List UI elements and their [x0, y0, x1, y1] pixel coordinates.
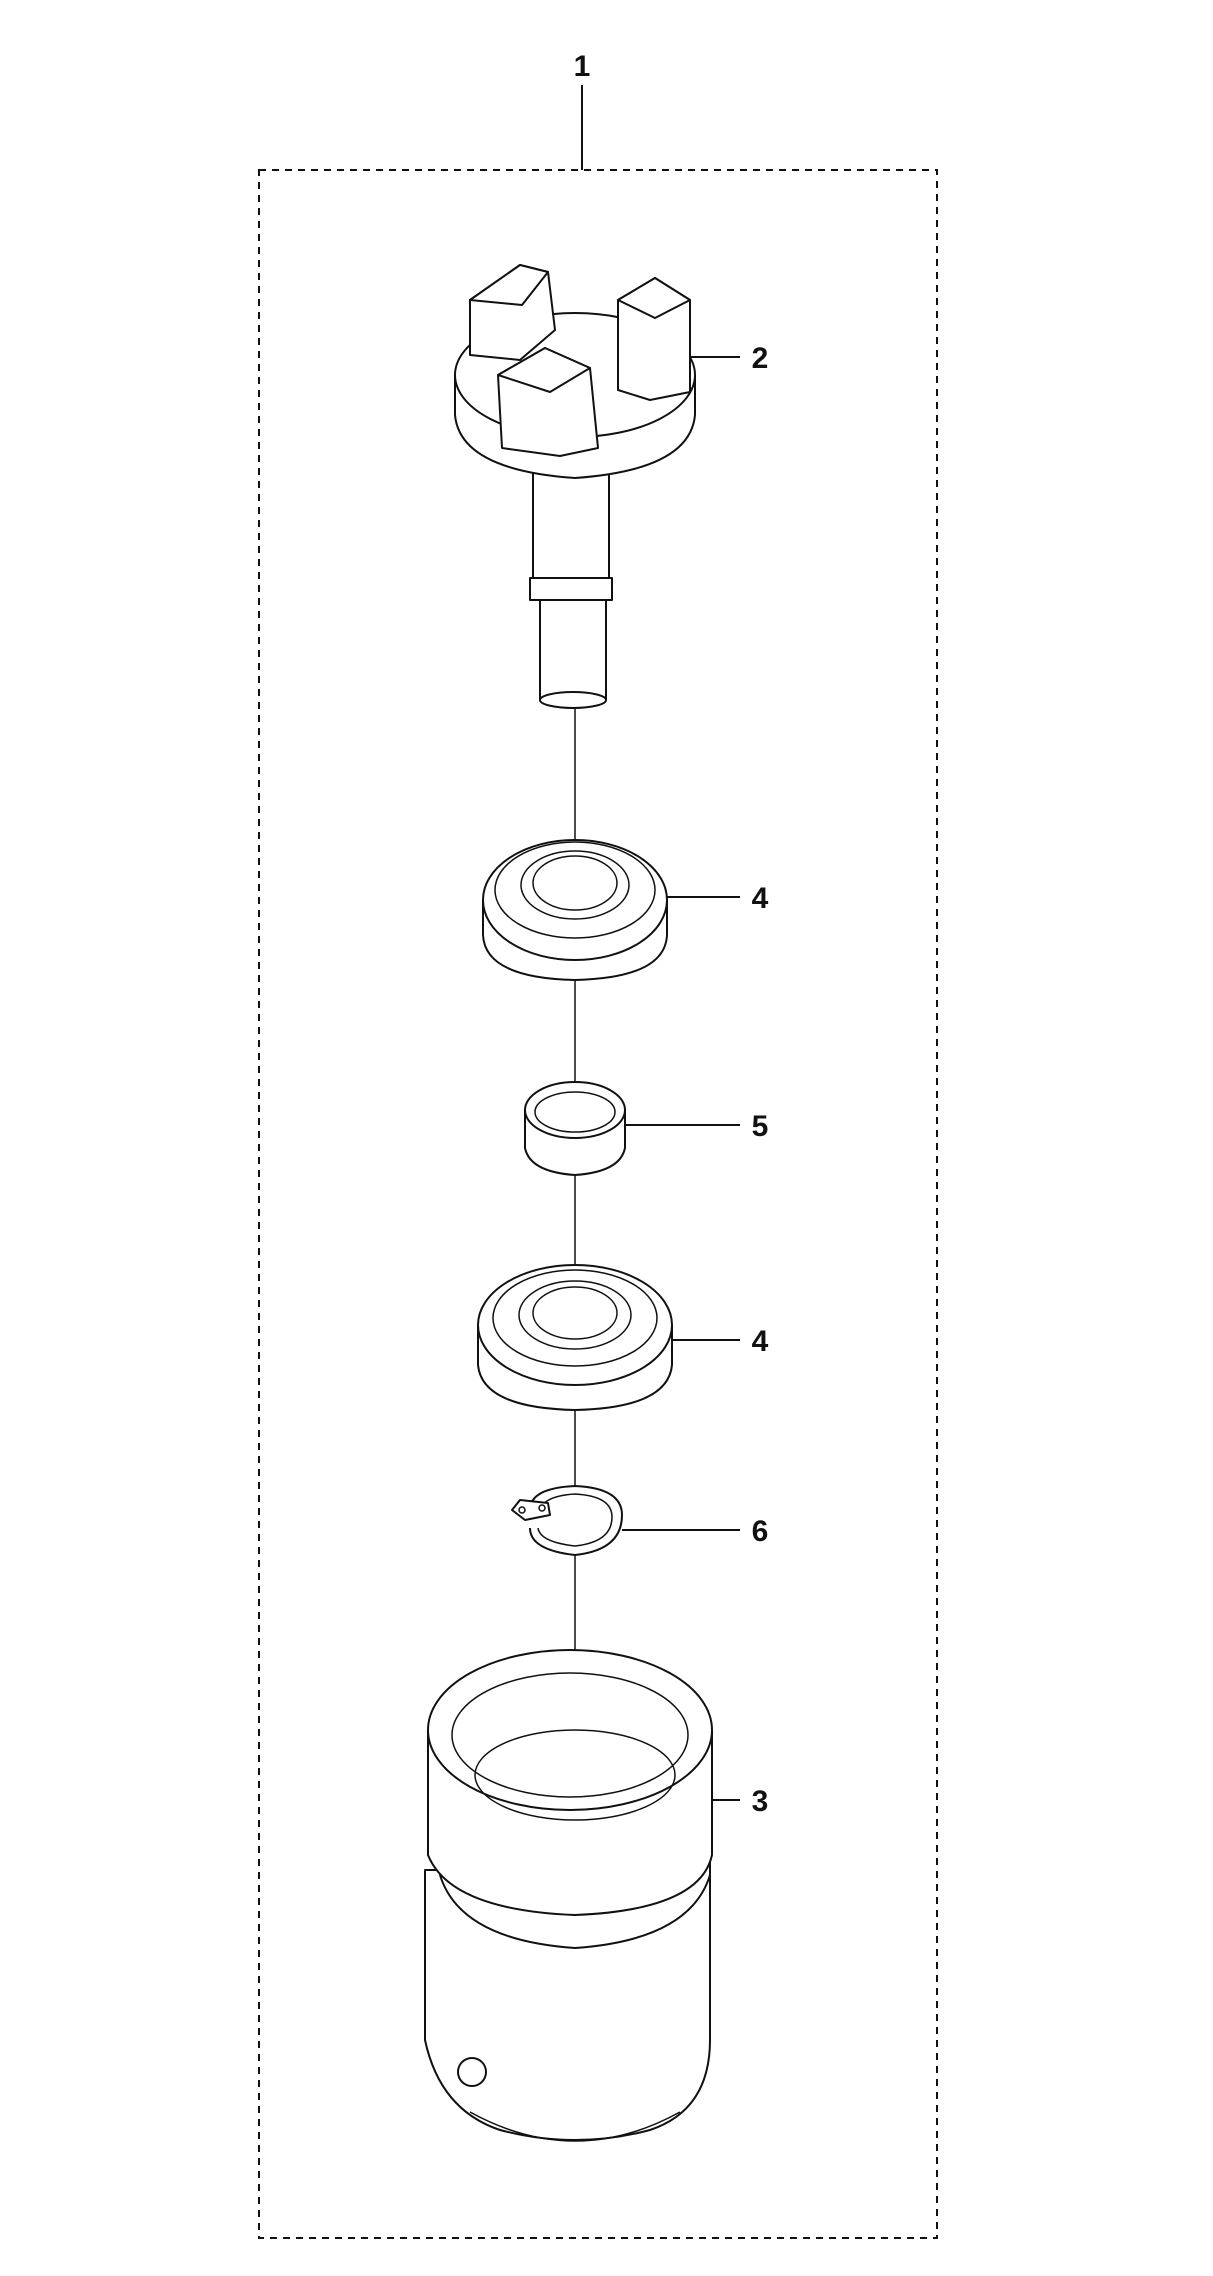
- callout-4-lower[interactable]: 4: [672, 1325, 769, 1358]
- callout-6-label: 6: [752, 1515, 769, 1548]
- callout-5[interactable]: 5: [625, 1110, 768, 1143]
- callout-3-label: 3: [752, 1785, 769, 1818]
- callout-4-lower-label: 4: [752, 1325, 769, 1358]
- callout-2[interactable]: 2: [690, 342, 768, 375]
- callout-4-upper-label: 4: [752, 882, 769, 915]
- bearing-lower-part[interactable]: [477, 1264, 673, 1411]
- housing-part[interactable]: [424, 1649, 713, 2142]
- callout-5-label: 5: [752, 1110, 769, 1143]
- callout-1-label: 1: [574, 50, 591, 83]
- bearing-upper-part[interactable]: [482, 839, 668, 981]
- callout-4-upper[interactable]: 4: [667, 882, 769, 915]
- assembly-boundary: [258, 169, 938, 2239]
- callout-1[interactable]: 1: [574, 50, 591, 170]
- callout-6[interactable]: 6: [622, 1515, 768, 1548]
- callout-3[interactable]: 3: [712, 1785, 768, 1818]
- circlip-part[interactable]: [511, 1485, 623, 1556]
- callout-2-label: 2: [752, 342, 769, 375]
- cutter-head-part[interactable]: [454, 264, 696, 709]
- spacer-part[interactable]: [524, 1081, 626, 1176]
